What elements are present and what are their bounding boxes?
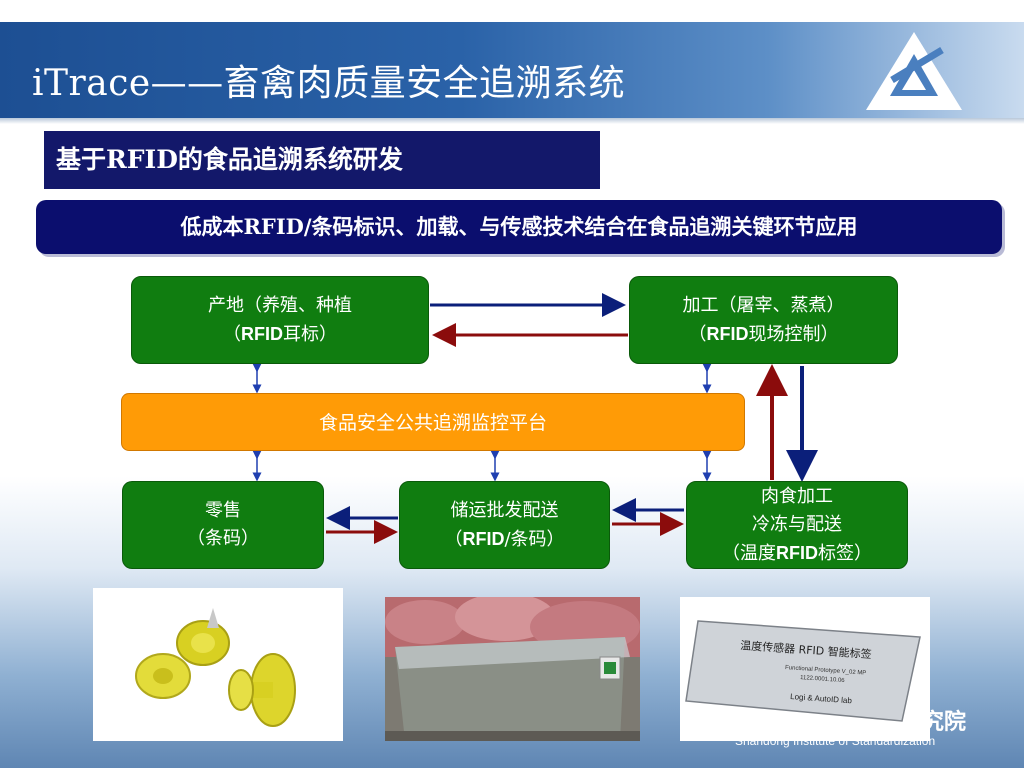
card-line1: Functional Prototype V_02 MP	[785, 665, 867, 677]
node-meat-line1: 肉食加工	[761, 485, 833, 507]
node-logistics: 储运批发配送 （RFID/条码）	[399, 481, 610, 569]
triangle-logo-icon	[866, 32, 962, 110]
node-origin-line2: （RFID耳标）	[223, 323, 337, 345]
section-subheading: 基于RFID的食品追溯系统研发	[44, 131, 600, 189]
node-processing: 加工（屠宰、蒸煮） （RFID现场控制）	[629, 276, 898, 364]
node-processing-line2: （RFID现场控制）	[688, 323, 839, 345]
slide-title: iTrace——畜禽肉质量安全追溯系统	[32, 63, 626, 104]
node-retail-line1: 零售	[205, 500, 241, 521]
card-line2: 1122.0001.10.06	[800, 675, 846, 684]
node-processing-line1: 加工（屠宰、蒸煮）	[682, 294, 845, 316]
card-brand: Logi & AutoID lab	[790, 692, 853, 705]
meat-crate-photo	[385, 597, 640, 741]
node-origin-line1: 产地（养殖、种植	[208, 294, 352, 316]
node-origin: 产地（养殖、种植 （RFID耳标）	[131, 276, 429, 364]
node-meat-processing: 肉食加工 冷冻与配送 （温度RFID标签）	[686, 481, 908, 569]
title-bar	[0, 22, 1024, 120]
ear-tag-photo	[93, 588, 343, 741]
node-logistics-line2: （RFID/条码）	[444, 528, 565, 550]
footer-institute-en: Shandong Institute of Standardization	[735, 734, 936, 748]
node-logistics-line1: 储运批发配送	[450, 499, 559, 521]
summary-banner: 低成本RFID/条码标识、加载、与传感技术结合在食品追溯关键环节应用	[36, 200, 1002, 254]
rfid-card-photo: 温度传感器 RFID 智能标签 Functional Prototype V_0…	[680, 597, 930, 741]
node-platform: 食品安全公共追溯监控平台	[121, 393, 745, 451]
footer-institute-cn: 究院	[922, 710, 967, 735]
node-retail-line2: （条码）	[187, 528, 259, 549]
title-bar-shadow	[0, 118, 1024, 124]
node-retail: 零售 （条码）	[122, 481, 324, 569]
node-meat-line3: （温度RFID标签）	[722, 542, 872, 564]
node-meat-line2: 冷冻与配送	[752, 513, 842, 535]
